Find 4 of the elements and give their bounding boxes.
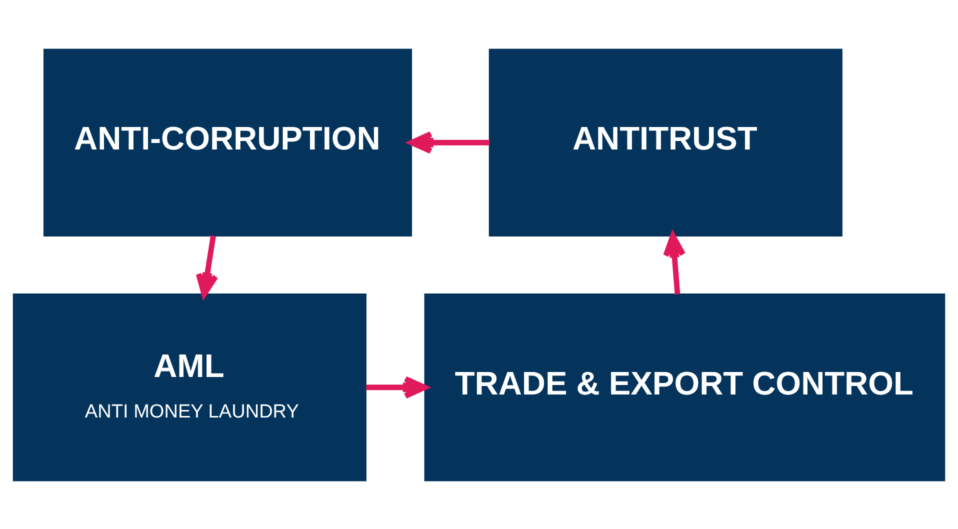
node-box: ANTITRUST	[488, 48, 842, 236]
node-box: TRADE & EXPORT CONTROL	[424, 293, 946, 481]
node-box: AML ANTI MONEY LAUNDRY	[12, 293, 366, 481]
node-box: ANTI-CORRUPTION	[43, 48, 412, 236]
